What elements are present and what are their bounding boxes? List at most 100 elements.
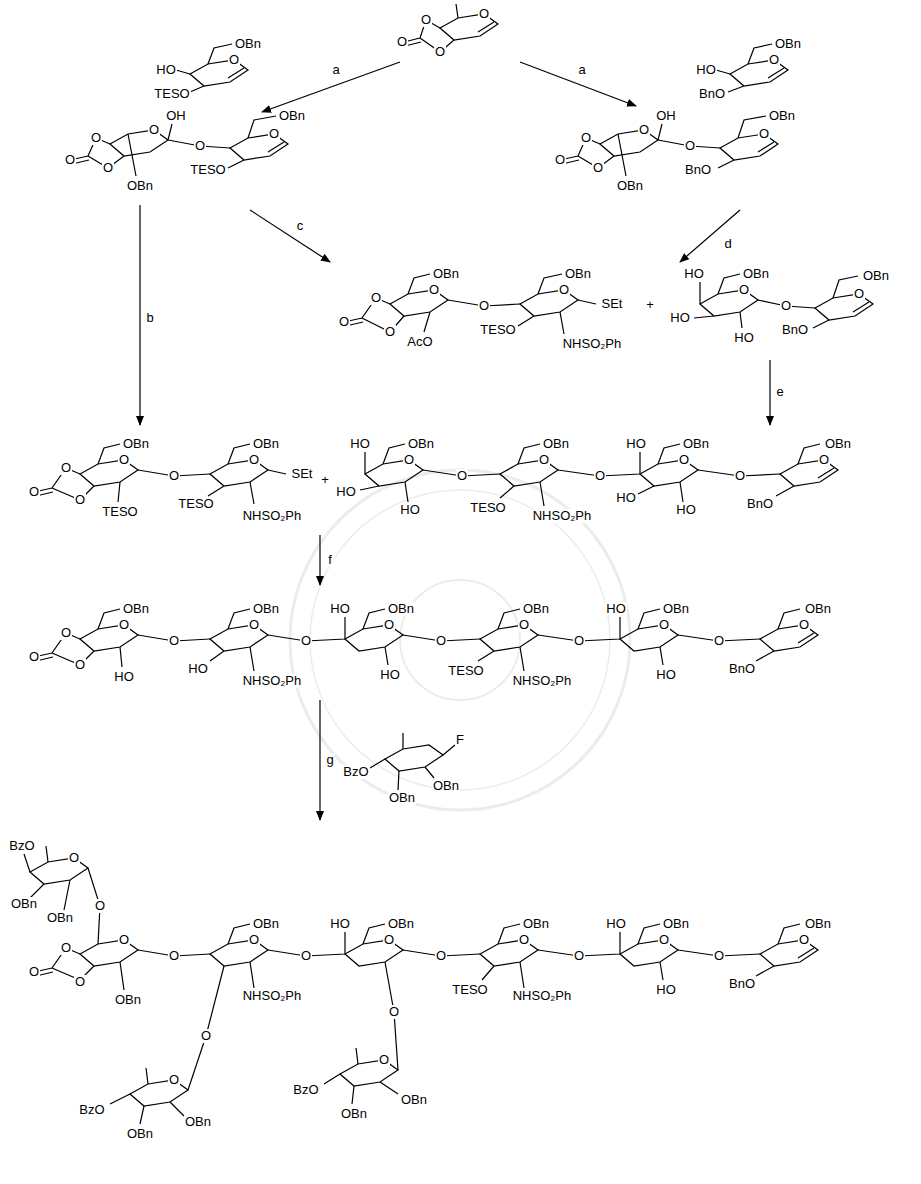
atom-label: OBn: [46, 911, 74, 925]
atom-label: BnO: [684, 163, 712, 177]
atom-label: OBn: [340, 1107, 368, 1121]
atom-label: HO: [695, 63, 717, 77]
atom-label: OBn: [122, 602, 150, 616]
atom-label: O: [268, 127, 280, 141]
atom-label: OBn: [252, 917, 280, 931]
atom-label: TESO: [153, 87, 190, 101]
atom-label: OBn: [114, 993, 142, 1007]
atom-label: O: [60, 941, 72, 955]
atom-label: O: [558, 283, 570, 297]
atom-label: HO: [655, 668, 677, 682]
atom-label: TESO: [177, 497, 214, 511]
atom-label: O: [118, 933, 130, 947]
atom-label: O: [434, 45, 446, 59]
atom-label: NHSO₂Ph: [512, 989, 573, 1003]
atom-label: OBn: [662, 602, 690, 616]
atom-label: OBn: [824, 437, 852, 451]
atom-label: O: [435, 949, 447, 963]
atom-label: O: [383, 618, 395, 632]
atom-label: OBn: [564, 267, 592, 281]
step-letter: g: [325, 753, 334, 767]
atom-label: O: [684, 139, 696, 153]
atom-label: O: [370, 291, 382, 305]
atom-label: BnO: [781, 323, 809, 337]
atom-label: BnO: [728, 977, 756, 991]
atom-label: TESO: [479, 323, 516, 337]
atom-label: NHSO₂Ph: [242, 674, 303, 688]
atom-label: OBn: [432, 779, 460, 793]
atom-label: O: [168, 1073, 180, 1087]
atom-label: O: [798, 933, 810, 947]
atom-label: O: [734, 469, 746, 483]
atom-label: O: [90, 131, 102, 145]
atom-label: O: [248, 618, 260, 632]
atom-label: OBn: [10, 897, 38, 911]
atom-label: HO: [605, 917, 627, 931]
atom-label: HO: [335, 485, 357, 499]
atom-label: BnO: [728, 662, 756, 676]
atom-label: OH: [655, 109, 677, 123]
atom-label: HO: [399, 503, 421, 517]
atom-label: O: [638, 123, 650, 137]
bond-lines: [24, 4, 869, 1124]
atom-label: BzO: [78, 1103, 105, 1117]
atom-label: OH: [165, 109, 187, 123]
atom-label: O: [818, 453, 830, 467]
atom-label: O: [518, 933, 530, 947]
atom-label: HO: [669, 311, 691, 325]
atom-label: NHSO₂Ph: [532, 509, 593, 523]
atom-label: O: [28, 650, 40, 664]
atom-label: OBn: [522, 917, 550, 931]
sugar-rings: [30, 14, 873, 1106]
atom-label: O: [554, 153, 566, 167]
atom-label: HO: [379, 668, 401, 682]
atom-label: O: [118, 618, 130, 632]
atom-label: SEt: [601, 297, 624, 311]
atom-label: OBn: [122, 437, 150, 451]
atom-label: O: [148, 123, 160, 137]
step-letter: a: [331, 63, 340, 77]
atom-label: TESO: [447, 664, 484, 678]
atom-label: TESO: [101, 505, 138, 519]
atom-label: OBn: [804, 917, 832, 931]
atom-label: OBn: [252, 602, 280, 616]
atom-label: O: [102, 161, 114, 175]
atom-label: O: [60, 626, 72, 640]
atom-label: OBn: [387, 917, 415, 931]
atom-label: TESO: [451, 983, 488, 997]
atom-label: HO: [625, 437, 647, 451]
atom-label: O: [456, 469, 468, 483]
atom-label: HO: [675, 503, 697, 517]
atom-label: TESO: [469, 501, 506, 515]
atom-label: OBn: [682, 437, 710, 451]
atom-label: O: [338, 315, 350, 329]
atom-label: O: [383, 933, 395, 947]
atom-label: O: [74, 493, 86, 507]
atom-label: O: [435, 634, 447, 648]
atom-label: O: [168, 949, 180, 963]
atom-label: OBn: [407, 437, 435, 451]
atom-label: O: [478, 299, 490, 313]
atom-label: O: [248, 933, 260, 947]
plus-sign: +: [320, 473, 330, 487]
atom-label: O: [403, 453, 415, 467]
atom-label: OBn: [616, 179, 644, 193]
atom-label: BzO: [8, 839, 35, 853]
step-letter: f: [327, 553, 333, 567]
atom-label: O: [658, 618, 670, 632]
atom-label: OBn: [126, 179, 154, 193]
atom-label: HO: [655, 983, 677, 997]
atom-label: HO: [187, 662, 209, 676]
atom-label: BzO: [342, 765, 369, 779]
atom-label: OBn: [278, 109, 306, 123]
atom-label: O: [853, 287, 865, 301]
atom-label: SEt: [291, 467, 314, 481]
step-letter: d: [723, 237, 732, 251]
atom-label: O: [94, 899, 106, 913]
atom-label: HO: [683, 267, 705, 281]
plus-sign: +: [645, 298, 655, 312]
atom-label: OBn: [804, 602, 832, 616]
atom-label: O: [68, 851, 80, 865]
atom-label: OBn: [388, 791, 416, 805]
atom-label: O: [573, 634, 585, 648]
